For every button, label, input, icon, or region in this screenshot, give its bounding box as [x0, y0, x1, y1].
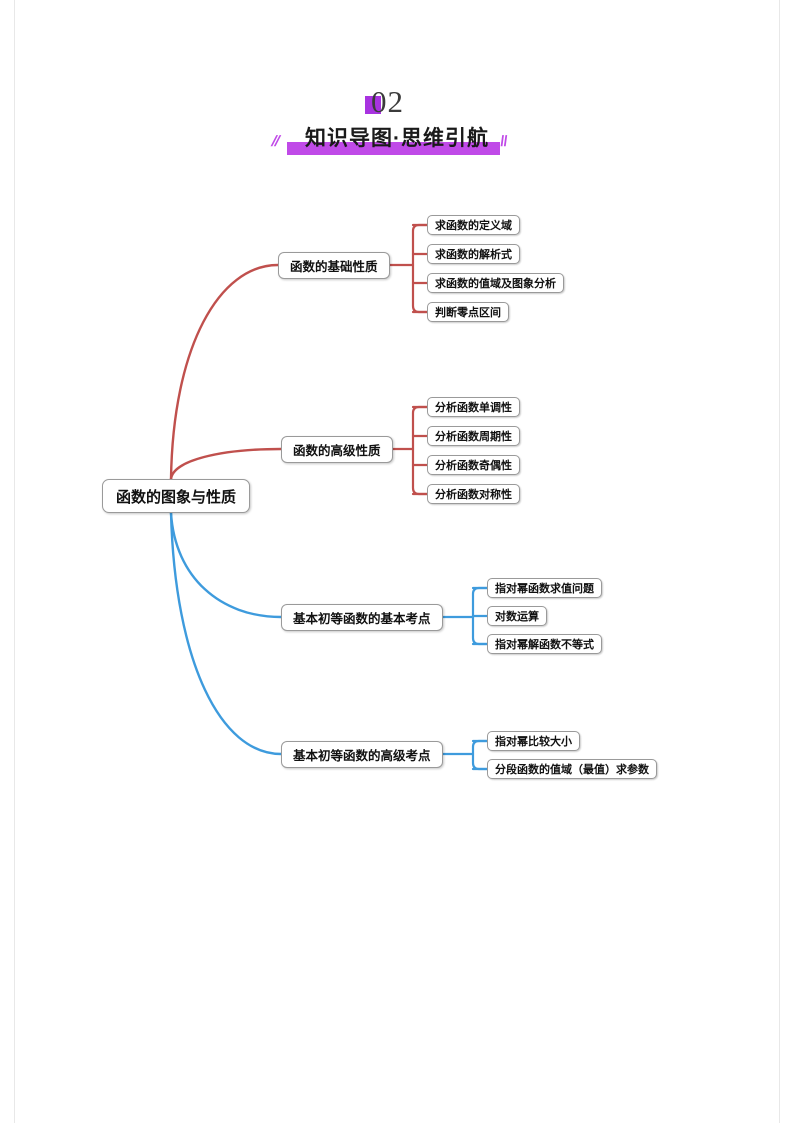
node-label: 求函数的定义域: [435, 220, 512, 232]
mindmap-leaf-node-3-1[interactable]: 指对幂函数求值问题: [487, 578, 602, 598]
node-label: 分析函数奇偶性: [435, 460, 512, 472]
connector-line: [411, 223, 429, 314]
mindmap-leaf-node-2-1[interactable]: 分析函数单调性: [427, 397, 520, 417]
mindmap-branch-node-2[interactable]: 函数的高级性质: [281, 435, 393, 463]
header-square-marker: [365, 96, 381, 114]
node-label: 函数的高级性质: [293, 443, 381, 458]
page-border-left: [14, 0, 15, 1123]
mindmap-leaf-node-1-2[interactable]: 求函数的解析式: [427, 244, 520, 264]
mindmap-leaf-node-1-3[interactable]: 求函数的值域及图象分析: [427, 273, 564, 293]
page-title: 知识导图·思维引航: [305, 127, 489, 150]
mindmap-branch-node-4[interactable]: 基本初等函数的高级考点: [281, 740, 443, 768]
mindmap-leaf-node-3-2[interactable]: 对数运算: [487, 606, 547, 626]
connector-line: [471, 739, 489, 771]
connector-line: [471, 586, 489, 646]
node-label: 分析函数周期性: [435, 431, 512, 443]
mindmap-leaf-node-2-3[interactable]: 分析函数奇偶性: [427, 455, 520, 475]
node-label: 基本初等函数的基本考点: [293, 611, 431, 626]
connector-line: [169, 511, 283, 756]
header-number-row: 02: [0, 84, 794, 122]
node-label: 分析函数对称性: [435, 489, 512, 501]
node-label: 指对幂解函数不等式: [495, 639, 594, 651]
connector-line: [169, 447, 283, 481]
mindmap-leaf-node-2-4[interactable]: 分析函数对称性: [427, 484, 520, 504]
node-label: 判断零点区间: [435, 307, 501, 319]
connector-line: [411, 405, 429, 496]
node-label: 分析函数单调性: [435, 402, 512, 414]
header-highlight-bar: [287, 142, 500, 155]
node-label: 对数运算: [495, 611, 539, 623]
connector-line: [169, 263, 280, 481]
node-label: 指对幂函数求值问题: [495, 583, 594, 595]
mindmap-leaf-node-2-2[interactable]: 分析函数周期性: [427, 426, 520, 446]
node-label: 函数的图象与性质: [116, 488, 237, 506]
mindmap-branch-node-3[interactable]: 基本初等函数的基本考点: [281, 603, 443, 631]
mindmap-root-node[interactable]: 函数的图象与性质: [102, 479, 251, 513]
node-label: 求函数的值域及图象分析: [435, 278, 556, 290]
node-label: 指对幂比较大小: [495, 736, 572, 748]
mindmap-leaf-node-4-2[interactable]: 分段函数的值域（最值）求参数: [487, 759, 657, 779]
mindmap-leaf-node-1-1[interactable]: 求函数的定义域: [427, 215, 520, 235]
mindmap-branch-node-1[interactable]: 函数的基础性质: [278, 251, 390, 279]
section-header: 02 // \\ 知识导图·思维引航: [0, 84, 794, 158]
node-label: 求函数的解析式: [435, 249, 512, 261]
node-label: 函数的基础性质: [290, 259, 378, 274]
mindmap-leaf-node-1-4[interactable]: 判断零点区间: [427, 302, 509, 322]
page-border-right: [779, 0, 780, 1123]
node-label: 分段函数的值域（最值）求参数: [495, 764, 649, 776]
header-section-number: 02: [371, 84, 404, 119]
mindmap-leaf-node-3-3[interactable]: 指对幂解函数不等式: [487, 634, 602, 654]
mindmap-leaf-node-4-1[interactable]: 指对幂比较大小: [487, 731, 580, 751]
node-label: 基本初等函数的高级考点: [293, 748, 431, 763]
connector-line: [169, 511, 283, 619]
header-title-row: // \\ 知识导图·思维引航: [0, 124, 794, 158]
